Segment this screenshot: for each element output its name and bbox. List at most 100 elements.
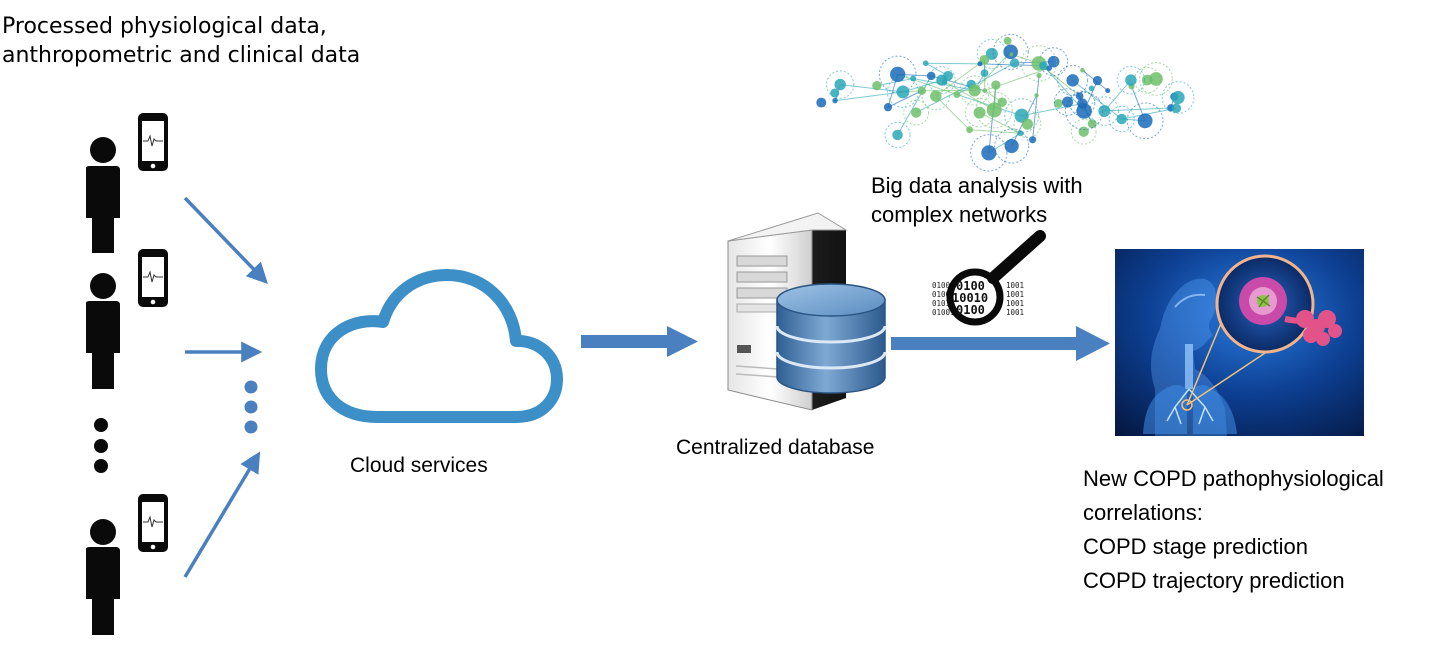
network-node	[1004, 138, 1019, 154]
arrow-person1-to-cloud	[183, 196, 268, 285]
network-node	[1075, 92, 1084, 101]
lungs-svg	[1115, 249, 1364, 436]
cloud-services-label: Cloud services	[350, 454, 488, 477]
person-group-1	[86, 113, 168, 253]
source-data-label: Processed physiological data, anthropome…	[2, 12, 360, 70]
network-node	[1141, 74, 1153, 86]
network-edge	[1121, 107, 1177, 120]
network-node-ring	[1070, 118, 1097, 145]
network-edge	[887, 90, 923, 108]
network-node	[1088, 85, 1095, 92]
copd-lungs-illustration	[1115, 249, 1364, 436]
binary-left: 01001 01000 01010 01001	[932, 281, 959, 317]
network-node-ring	[903, 99, 930, 126]
network-node-ring	[1004, 98, 1040, 134]
network-node-ring	[970, 134, 1008, 172]
network-edge	[840, 84, 903, 93]
network-edge	[897, 75, 932, 136]
network-edge	[876, 77, 914, 87]
network-node-ring	[992, 33, 1029, 70]
network-node-ring	[1064, 91, 1104, 131]
network-edge	[834, 91, 903, 102]
network-node	[1078, 126, 1089, 137]
network-node	[1029, 136, 1037, 144]
network-node	[1039, 61, 1048, 71]
network-node	[1171, 103, 1182, 114]
results-label: New COPD pathophysiological correlations…	[1083, 462, 1384, 598]
network-node	[883, 103, 893, 112]
network-edge	[935, 95, 970, 131]
network-node	[977, 61, 983, 67]
person-group-3	[86, 494, 168, 635]
network-node	[1098, 105, 1111, 118]
network-node	[890, 66, 906, 83]
network-node	[981, 145, 997, 161]
network-node	[1171, 90, 1185, 105]
network-node	[973, 106, 986, 119]
network-node	[1077, 98, 1088, 109]
network-node-ring	[959, 75, 990, 106]
network-node-ring	[1139, 62, 1173, 96]
network-node	[953, 91, 961, 98]
results-line-1: New COPD pathophysiological	[1083, 466, 1384, 491]
network-node	[910, 75, 917, 82]
network-node-ring	[1013, 110, 1042, 139]
network-node	[979, 54, 990, 65]
network-node	[1137, 113, 1153, 129]
network-edge	[1072, 79, 1122, 120]
network-node	[1066, 74, 1079, 87]
network-node	[1116, 113, 1127, 125]
network-node	[910, 107, 922, 118]
network-node	[980, 69, 989, 78]
network-node	[997, 97, 1007, 107]
network-node	[1149, 72, 1163, 86]
network-node	[830, 88, 840, 98]
network-node	[1003, 36, 1012, 45]
network-node	[816, 97, 827, 108]
network-node	[930, 90, 942, 102]
analysis-line-2: complex networks	[871, 202, 1048, 228]
network-node	[991, 80, 1001, 90]
network-edge	[935, 59, 985, 97]
network-node	[1046, 65, 1053, 71]
network-edge	[1032, 75, 1040, 140]
network-node-ring	[1161, 81, 1195, 114]
big-data-analysis-label: Big data analysis with complex networks	[871, 171, 1083, 229]
network-node	[982, 88, 988, 94]
network-node-ring	[1039, 47, 1069, 77]
network-edge	[979, 112, 1021, 134]
ellipsis-dots-black	[94, 418, 108, 473]
network-node	[834, 78, 846, 91]
network-node	[941, 79, 948, 85]
network-node	[1092, 75, 1103, 86]
network-node-ring	[921, 81, 950, 111]
person-group-2	[86, 249, 168, 389]
network-node	[832, 97, 838, 104]
network-node-ring	[1133, 66, 1161, 94]
network-node-ring	[1116, 65, 1146, 95]
network-node-ring	[1069, 90, 1096, 117]
person-icon	[86, 137, 120, 253]
network-edge	[1104, 107, 1171, 112]
smartphone-ecg-icon	[138, 494, 168, 552]
network-edge	[974, 51, 1012, 91]
results-line-2: correlations:	[1083, 500, 1203, 526]
results-line-4: COPD trajectory prediction	[1083, 568, 1345, 594]
network-node	[1105, 88, 1111, 94]
network-node	[1036, 72, 1042, 78]
network-node-ring	[1108, 105, 1135, 133]
network-node-ring	[1057, 64, 1089, 96]
network-node	[1080, 67, 1085, 73]
network-node	[1009, 52, 1014, 57]
network-node	[1125, 74, 1137, 86]
binary-magnified: 0100 10010 0100	[952, 279, 995, 317]
arrow-database-to-results	[891, 326, 1110, 361]
network-edge	[925, 62, 980, 65]
network-node	[968, 84, 981, 97]
network-node-ring	[975, 91, 1013, 129]
network-node-ring	[826, 70, 855, 99]
network-node	[922, 60, 929, 67]
network-node	[1021, 118, 1034, 130]
